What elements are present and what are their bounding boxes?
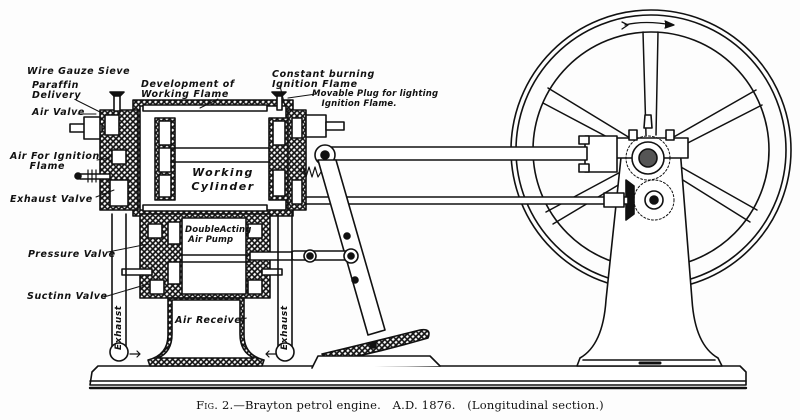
label-constant-burning-ignition-flame: Constant burning Ignition Flame: [272, 69, 375, 90]
label-suction-valve: Suctinn Valve: [27, 291, 108, 302]
rotation-arrow: [621, 20, 675, 30]
caption-note: (Longitudinal section.): [467, 398, 604, 412]
label-double-acting-air-pump: DoubleActing Air Pump: [185, 225, 252, 245]
caption-description: Brayton petrol engine.: [245, 398, 382, 412]
label-air-for-ignition-flame: Air For Ignition Flame: [10, 151, 100, 172]
caption-dash: —: [233, 398, 246, 412]
air-receiver: [147, 297, 265, 367]
label-paraffin-delivery: Paraffin Delivery: [32, 80, 82, 101]
base-plate: [88, 365, 748, 390]
valve-rod: [299, 192, 629, 208]
working-cylinder: [69, 91, 345, 217]
caption-era: A.D. 1876.: [392, 398, 456, 412]
label-air-receiver: Air Receiver: [175, 315, 247, 326]
air-pump: [121, 213, 293, 299]
figure-caption: Fig. 2.—Brayton petrol engine. A.D. 1876…: [0, 398, 800, 412]
label-exhaust-right: Exhaust: [280, 305, 290, 350]
label-wire-gauze-sieve: Wire Gauze Sieve: [27, 66, 131, 77]
exhaust-pipes: [109, 213, 295, 362]
label-working-cylinder: Working Cylinder: [191, 166, 255, 193]
pedestal: [576, 147, 723, 367]
caption-fig-label: Fig. 2.: [196, 398, 234, 412]
label-exhaust-left: Exhaust: [114, 305, 124, 350]
bevel-gear: [625, 179, 675, 221]
crank-bearing: [578, 114, 689, 181]
label-development-of-working-flame: Development of Working Flame: [141, 79, 235, 100]
label-movable-plug: Movable Plug for lighting Ignition Flame…: [312, 89, 439, 109]
pump-link: [289, 248, 359, 264]
leader-lines: [75, 85, 317, 298]
connecting-rod: [314, 144, 588, 166]
rocking-lever: [311, 159, 441, 369]
label-pressure-valve: Pressure Valve: [28, 249, 116, 260]
label-air-valve: Air Valve: [32, 107, 85, 118]
label-exhaust-valve: Exhaust Valve: [10, 194, 93, 205]
